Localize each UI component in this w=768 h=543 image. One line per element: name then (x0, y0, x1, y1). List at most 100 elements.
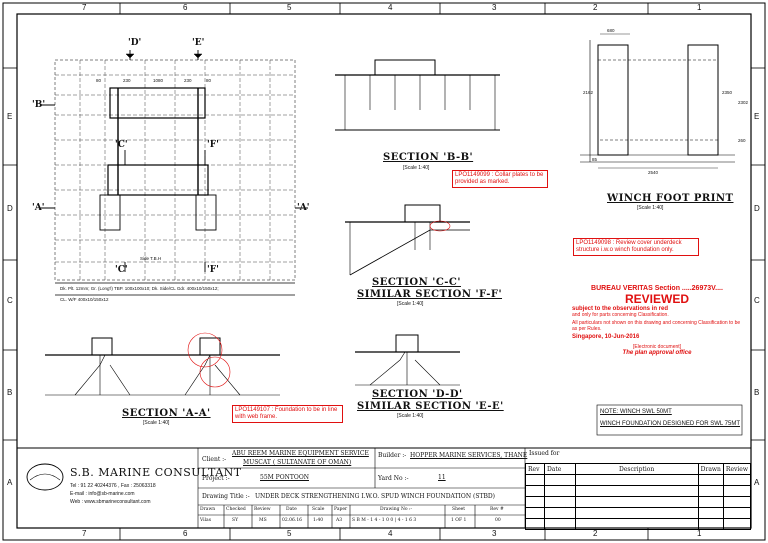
yard-label: Yard No :- (378, 475, 409, 482)
plan-marker-c-top: 'C' (115, 140, 128, 150)
winch-dim-2540: 2540 (648, 170, 659, 175)
section-cc-drawing (345, 204, 470, 276)
rev-header-rev: Rev (525, 463, 545, 475)
header-drawing-no: Drawing No :- (380, 507, 413, 512)
header-checked: Checked (226, 507, 246, 512)
review-cover-note: LPO1149098 : Review cover underdeck stru… (573, 238, 699, 256)
company-web: Web : www.sbmarineconsultant.com (70, 499, 151, 505)
zone-side-e: E (7, 112, 13, 121)
zone-side-c: C (7, 296, 13, 305)
section-bb-title: SECTION 'B-B' (383, 152, 474, 163)
section-cc-scale: [Scale 1:40] (397, 301, 424, 307)
zone-top-2: 2 (593, 3, 598, 12)
stamp-date: Singapore, 10-Jun-2016 (572, 334, 640, 340)
header-scale: Scale (312, 507, 325, 512)
section-dd-sub: SIMILAR SECTION 'E-E' (357, 401, 504, 412)
section-cc-title: SECTION 'C-C' (372, 277, 461, 288)
value-drawing-no: S B M - 1 4 - 1 0 0 | 4 - 1 6 3 (352, 518, 417, 523)
title-block-frame (17, 447, 751, 528)
stamp-subject: subject to the observations in red (572, 306, 669, 312)
stamp-office: The plan approval office (622, 350, 692, 356)
foundation-note: LPO1149107 : Foundation to be in line wi… (232, 405, 343, 423)
rev-header-description: Description (574, 463, 699, 475)
plan-marker-f-top: 'F' (207, 140, 219, 150)
value-scale: 1:40 (313, 518, 324, 523)
note-winch-swl: NOTE: WINCH SWL 50MT (600, 409, 672, 415)
plan-note-line2: CL. W/F 400x10/150x12 (60, 297, 109, 302)
header-date: Date (286, 507, 297, 512)
winch-dim-85: 85 (592, 157, 598, 162)
section-aa-drawing (45, 332, 280, 396)
zone-top-6: 6 (183, 3, 188, 12)
winch-dim-2302: 2302 (738, 100, 749, 105)
zone-top-5: 5 (287, 3, 292, 12)
client-line1: ABU REEM MARINE EQUIPMENT SERVICE (232, 450, 369, 457)
zone-bottom-4: 4 (388, 529, 393, 538)
company-name: S.B. MARINE CONSULTANT (70, 466, 242, 479)
section-aa-title: SECTION 'A-A' (122, 408, 211, 419)
zone-side-e-right: E (754, 112, 760, 121)
section-dd-drawing (355, 334, 460, 386)
company-tel: Tel : 91 22 40244376 , Fax : 25063318 (70, 483, 156, 489)
stamp-electronic: [Electronic document] (632, 344, 682, 350)
winch-foot-print-drawing (580, 33, 735, 169)
section-aa-scale: [Scale 1:40] (143, 420, 170, 426)
plan-marker-c-bottom: 'C' (115, 265, 128, 275)
zone-bottom-2: 2 (593, 529, 598, 538)
header-sheet: Sheet (452, 507, 466, 512)
section-bb-drawing (335, 59, 500, 131)
plan-marker-d: 'D' (128, 38, 142, 48)
value-paper: A3 (336, 518, 343, 523)
client-label: Client :- (202, 456, 227, 463)
stamp-particulars: All particulars not shown on this drawin… (572, 320, 741, 332)
plan-dim-80-right: 80 (206, 78, 212, 83)
project-label: Project :- (202, 475, 230, 482)
plan-dim-1080: 1080 (153, 78, 164, 83)
zone-bottom-6: 6 (183, 529, 188, 538)
section-dd-title: SECTION 'D-D' (372, 389, 463, 400)
zone-top-4: 4 (388, 3, 393, 12)
zone-top-7: 7 (82, 3, 87, 12)
zone-side-d: D (7, 204, 13, 213)
stamp-reviewed: REVIEWED (624, 292, 689, 306)
zone-bottom-7: 7 (82, 529, 87, 538)
plan-marker-e: 'E' (192, 38, 205, 48)
winch-foot-print-scale: [Scale 1:40] (637, 205, 664, 211)
yard-value: 11 (438, 474, 446, 481)
zone-side-a: A (7, 478, 13, 487)
zone-bottom-5: 5 (287, 529, 292, 538)
plan-marker-a-right: 'A' (297, 203, 310, 213)
header-rev-no: Rev # (490, 507, 504, 512)
rev-header-review: Review (722, 463, 752, 475)
plan-marker-f-bottom: 'F' (207, 265, 219, 275)
collar-plate-note: LPO1149099 : Collar plates to be provide… (452, 170, 548, 188)
zone-side-b: B (7, 388, 13, 397)
zone-side-d-right: D (754, 204, 760, 213)
company-email: E-mail : info@sb-marine.com (70, 491, 135, 497)
approval-stamp: BUREAU VERITAS Section .....26973V.... R… (572, 285, 742, 356)
builder-label: Builder :- (378, 452, 407, 459)
zone-side-a-right: A (754, 478, 760, 487)
winch-dim-680: 680 (607, 28, 615, 33)
winch-dim-2162: 2162 (583, 90, 594, 95)
header-review: Review (254, 507, 271, 512)
value-review: MS (259, 518, 267, 523)
header-paper: Paper (334, 507, 348, 512)
plan-dim-230-left: 230 (123, 78, 131, 83)
drawing-title-label: Drawing Title :- (202, 493, 250, 500)
plan-dim-80-left: 80 (96, 78, 102, 83)
plan-marker-b: 'B' (32, 100, 46, 110)
stamp-parts: and only for parts concerning Classifica… (572, 312, 669, 318)
value-sheet: 1 OF 1 (451, 518, 467, 523)
plan-view (40, 50, 308, 296)
section-cc-sub: SIMILAR SECTION 'F-F' (357, 289, 503, 300)
section-dd-scale: [Scale 1:40] (397, 413, 424, 419)
zone-bottom-1: 1 (697, 529, 702, 538)
rev-header-drawn: Drawn (697, 463, 724, 475)
zone-top-3: 3 (492, 3, 497, 12)
value-drawn: Vilas (200, 518, 212, 523)
winch-dim-260: 260 (738, 138, 746, 143)
issued-for-label: Issued for (529, 450, 560, 457)
client-line2: MUSCAT ( SULTANATE OF OMAN) (243, 459, 352, 466)
rev-header-date: Date (543, 463, 576, 475)
